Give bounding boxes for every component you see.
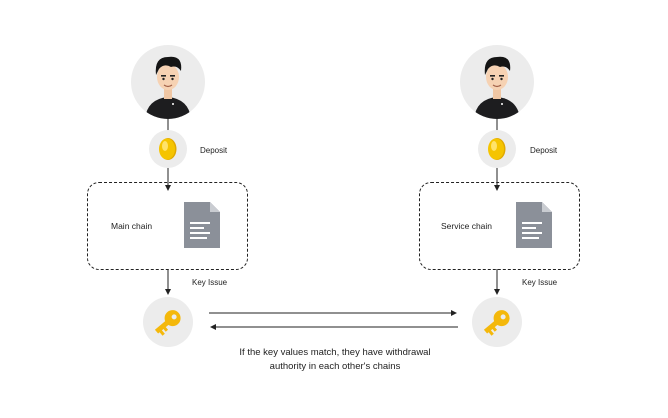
main-chain-label: Main chain (111, 221, 153, 231)
left-avatar (131, 45, 205, 119)
caption-line-2: authority in each other's chains (269, 361, 401, 372)
service-chain-box (419, 182, 580, 270)
left-key-issue-label: Key Issue (192, 278, 228, 287)
left-deposit-label: Deposit (200, 146, 228, 155)
right-deposit-label: Deposit (530, 146, 558, 155)
caption-line-1: If the key values match, they have withd… (239, 347, 431, 358)
right-coin-badge (478, 130, 516, 168)
left-key-badge (143, 297, 193, 347)
right-key-issue-label: Key Issue (522, 278, 558, 287)
person-avatar-icon (145, 56, 191, 119)
document-icon (184, 202, 220, 248)
document-icon (516, 202, 552, 248)
coin-icon (159, 138, 177, 160)
key-icon (483, 310, 510, 336)
left-coin-badge (149, 130, 187, 168)
key-match-caption: If the key values match, they have withd… (210, 346, 460, 374)
right-avatar (460, 45, 534, 119)
coin-icon (488, 138, 506, 160)
right-key-badge (472, 297, 522, 347)
person-avatar-icon (474, 56, 520, 119)
service-chain-label: Service chain (441, 221, 493, 231)
main-chain-box (87, 182, 248, 270)
key-icon (154, 310, 181, 336)
